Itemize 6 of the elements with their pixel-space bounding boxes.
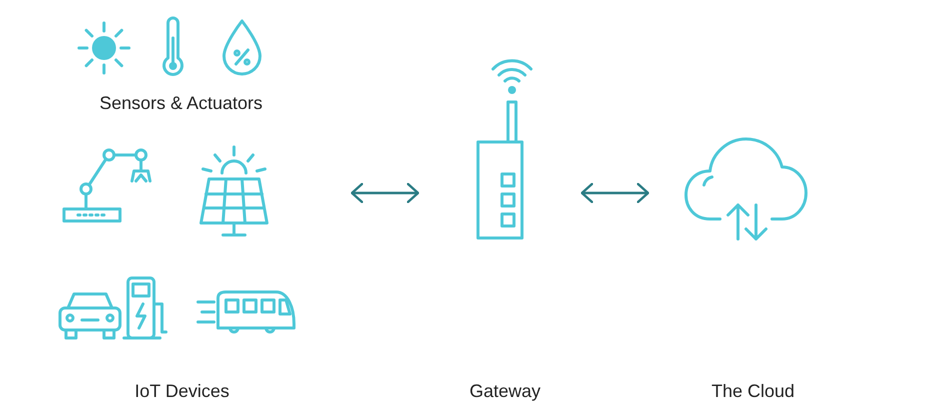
group-label: Sensors & Actuators (99, 92, 263, 114)
node-label: The Cloud (711, 380, 795, 402)
double-headed-arrow (580, 182, 650, 204)
node-label: IoT Devices (134, 380, 230, 402)
double-headed-arrow (350, 182, 420, 204)
node-label: Gateway (469, 380, 541, 402)
